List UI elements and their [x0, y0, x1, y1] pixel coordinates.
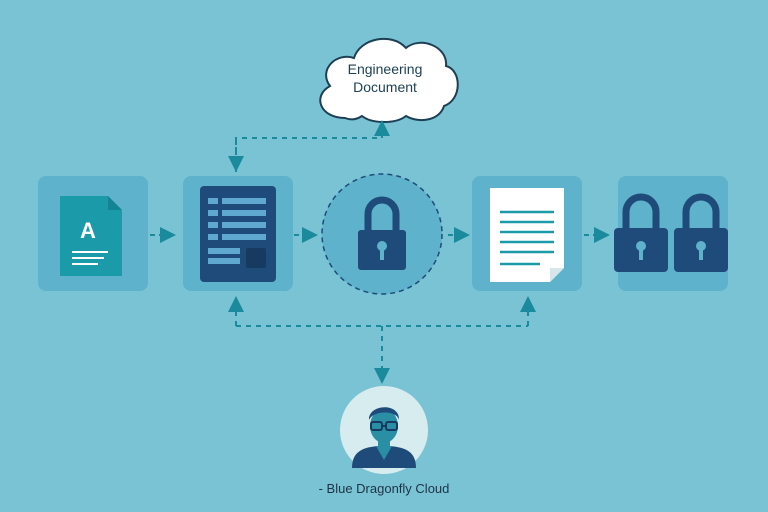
form-document-icon [183, 176, 293, 291]
cloud-label-line2: Document [353, 79, 417, 95]
top-connector [228, 120, 390, 172]
cloud-label-line1: Engineering [347, 61, 423, 77]
bottom-connector [228, 296, 536, 384]
document-a-icon: A [38, 176, 148, 291]
padlock-icon [321, 173, 443, 295]
cloud-label: Engineering Document [330, 60, 440, 96]
user-caption: - Blue Dragonfly Cloud [318, 481, 450, 496]
double-padlock-icon [614, 176, 728, 291]
text-document-icon [472, 176, 582, 291]
svg-text:A: A [80, 218, 96, 243]
user-avatar-icon [340, 386, 428, 474]
